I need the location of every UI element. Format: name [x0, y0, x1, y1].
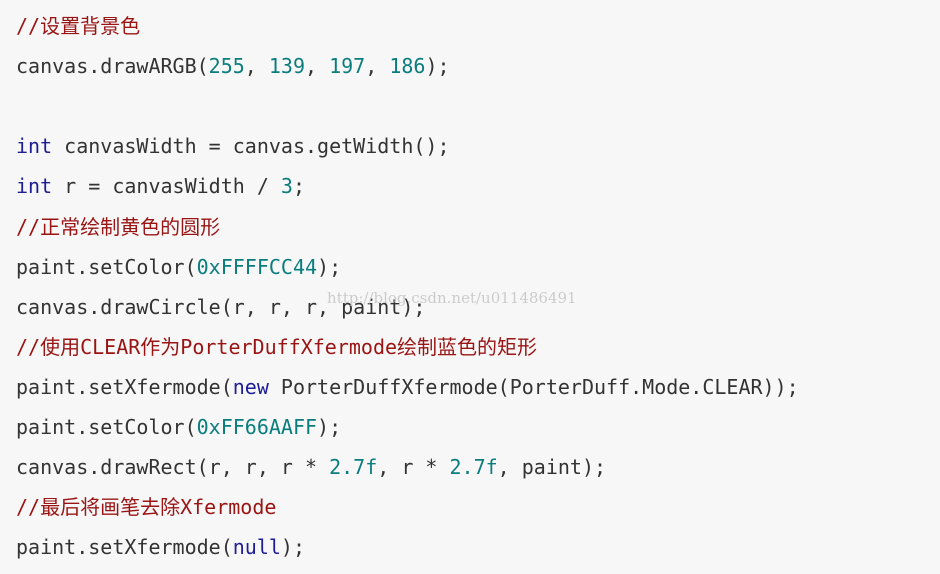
code-text: paint.setColor(	[16, 254, 197, 279]
code-text: );	[317, 415, 342, 439]
code-text: ;	[292, 174, 305, 199]
code-line: //使用CLEAR作为PorterDuffXfermode绘制蓝色的矩形	[16, 335, 537, 359]
code-line: int canvasWidth = canvas.getWidth();	[16, 134, 449, 158]
code-number: 3	[280, 174, 293, 199]
code-text: );	[280, 535, 306, 560]
code-line: //最后将画笔去除Xfermode	[16, 495, 276, 519]
code-keyword: null	[232, 535, 281, 560]
code-number: 255	[208, 54, 245, 79]
code-text: ,	[244, 54, 269, 79]
code-text: , r *	[377, 455, 450, 480]
code-keyword: new	[232, 374, 269, 399]
code-comment: //最后将画笔去除Xfermode	[16, 495, 277, 520]
code-text: paint.setXfermode(	[16, 374, 233, 399]
code-comment: //正常绘制黄色的圆形	[16, 214, 221, 239]
code-text: ,	[365, 54, 390, 79]
code-text: , paint);	[497, 455, 607, 480]
code-number: 2.7f	[449, 455, 498, 480]
code-comment: //使用CLEAR作为PorterDuffXfermode绘制蓝色的矩形	[16, 334, 538, 359]
code-text: ,	[305, 54, 330, 79]
code-number: 139	[268, 54, 305, 79]
code-line: int r = canvasWidth / 3;	[16, 174, 305, 198]
code-text: canvas.drawRect(r, r, r *	[16, 455, 330, 480]
code-text: canvas.drawCircle(r, r, r, paint);	[16, 294, 426, 319]
code-text: canvasWidth = canvas.getWidth();	[52, 134, 450, 159]
code-text: paint.setColor(	[16, 415, 197, 439]
code-line: canvas.drawCircle(r, r, r, paint);	[16, 295, 425, 319]
code-line: //正常绘制黄色的圆形	[16, 215, 220, 239]
code-comment: //设置背景色	[16, 14, 141, 38]
code-line: paint.setColor(0xFFFFCC44);	[16, 255, 341, 279]
code-number: 197	[329, 54, 366, 79]
code-line: canvas.drawRect(r, r, r * 2.7f, r * 2.7f…	[16, 455, 606, 479]
code-keyword: int	[16, 134, 53, 159]
code-line: //设置背景色	[16, 14, 140, 38]
code-text: canvas.drawARGB(	[16, 54, 209, 79]
code-text: r = canvasWidth /	[52, 174, 281, 199]
code-text: );	[425, 54, 450, 79]
code-text: );	[317, 254, 342, 279]
code-number: 0xFF66AAFF	[196, 415, 318, 439]
code-number: 2.7f	[329, 455, 378, 480]
code-line: canvas.drawARGB(255, 139, 197, 186);	[16, 54, 450, 78]
code-number: 186	[389, 54, 426, 79]
code-keyword: int	[16, 174, 53, 199]
code-line: paint.setXfermode(new PorterDuffXfermode…	[16, 375, 799, 399]
code-line: paint.setColor(0xFF66AAFF);	[16, 415, 341, 439]
code-line: paint.setXfermode(null);	[16, 535, 305, 559]
code-number: 0xFFFFCC44	[196, 254, 318, 279]
code-text: paint.setXfermode(	[16, 535, 233, 560]
code-text: PorterDuffXfermode(PorterDuff.Mode.CLEAR…	[268, 374, 799, 399]
